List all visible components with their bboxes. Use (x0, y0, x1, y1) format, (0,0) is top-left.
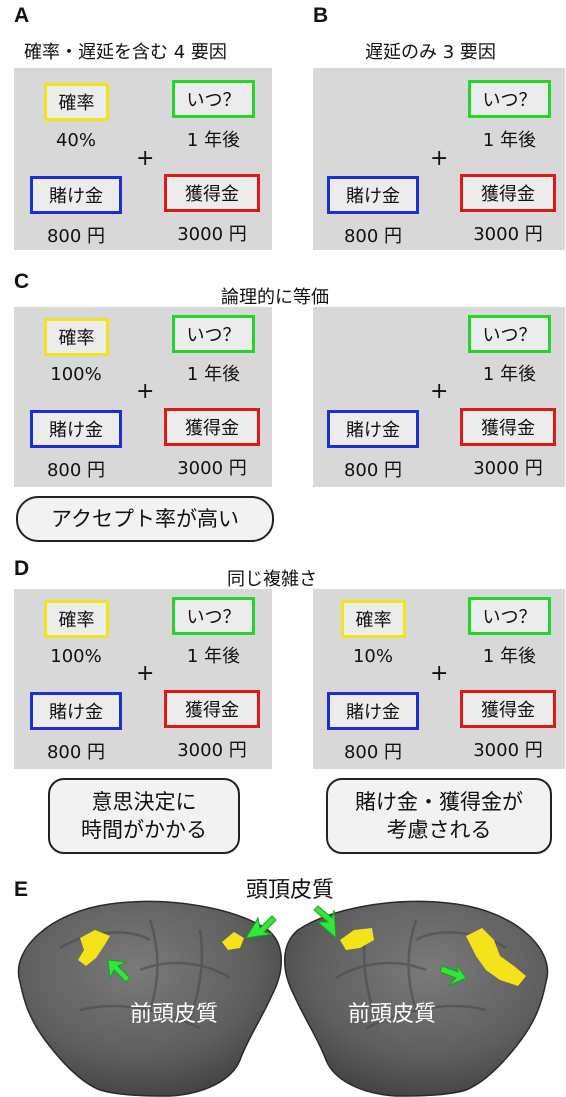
probability-box: 確率 (44, 83, 109, 121)
gain-box: 獲得金 (164, 690, 260, 728)
panel-d-left-box: 確率 いつ？ 100% 1 年後 + 賭け金 獲得金 800 円 3000 円 (14, 589, 272, 769)
callout-decision-time-line1: 意思決定に (91, 790, 197, 814)
stake-value: 800 円 (343, 742, 403, 763)
plus-sign: + (430, 146, 449, 171)
callout-considered: 賭け金・獲得金が 考慮される (326, 778, 552, 854)
callout-acceptance: アクセプト率が高い (16, 496, 274, 542)
delay-value: 1 年後 (186, 130, 241, 151)
panel-c-left-box: 確率 いつ？ 100% 1 年後 + 賭け金 獲得金 800 円 3000 円 (14, 307, 272, 487)
when-box: いつ？ (172, 80, 255, 118)
gain-value: 3000 円 (177, 224, 247, 245)
gain-box: 獲得金 (460, 690, 556, 728)
parietal-label: 頭頂皮質 (246, 878, 335, 903)
stake-value: 800 円 (343, 226, 403, 247)
stake-box: 賭け金 (30, 176, 122, 214)
panel-a-box: 確率 いつ？ 40% 1 年後 + 賭け金 獲得金 800 円 3000 円 (14, 68, 272, 250)
delay-value: 1 年後 (482, 364, 537, 385)
stake-box: 賭け金 (30, 410, 122, 448)
when-box: いつ？ (468, 80, 551, 118)
callout-acceptance-text: アクセプト率が高い (51, 507, 239, 531)
gain-value: 3000 円 (177, 458, 247, 479)
stake-box: 賭け金 (327, 176, 419, 214)
arrow-parietal-left (245, 915, 277, 939)
stake-value: 800 円 (343, 460, 403, 481)
gain-value: 3000 円 (473, 458, 543, 479)
when-box: いつ？ (468, 315, 551, 353)
when-box: いつ？ (172, 315, 255, 353)
callout-decision-time-line2: 時間がかかる (81, 818, 207, 842)
plus-sign: + (136, 379, 155, 404)
panel-b-box: いつ？ 1 年後 + 賭け金 獲得金 800 円 3000 円 (313, 68, 565, 250)
panel-b-title: 遅延のみ 3 要因 (365, 42, 496, 63)
panel-d-letter: D (14, 557, 30, 580)
callout-considered-line2: 考慮される (386, 818, 492, 842)
parietal-activation-left (222, 932, 244, 950)
probability-box: 確率 (44, 600, 109, 638)
stake-value: 800 円 (46, 742, 106, 763)
panel-d-title: 同じ複雑さ (227, 569, 317, 590)
probability-value: 100% (50, 364, 102, 385)
frontal-label-right: 前頭皮質 (348, 1002, 437, 1027)
panel-c-title: 論理的に等価 (221, 287, 329, 308)
stake-value: 800 円 (46, 460, 106, 481)
gain-value: 3000 円 (473, 224, 543, 245)
probability-box: 確率 (341, 600, 406, 638)
arrow-parietal-right (313, 905, 337, 940)
probability-box: 確率 (44, 318, 109, 356)
stake-box: 賭け金 (327, 410, 419, 448)
gain-value: 3000 円 (177, 740, 247, 761)
brain-figure (17, 900, 549, 1097)
stake-box: 賭け金 (327, 692, 419, 730)
panel-c-letter: C (14, 270, 30, 293)
callout-considered-line1: 賭け金・獲得金が (355, 790, 523, 814)
callout-decision-time: 意思決定に 時間がかかる (48, 778, 240, 854)
delay-value: 1 年後 (482, 646, 537, 667)
frontal-label-left: 前頭皮質 (130, 1002, 219, 1027)
delay-value: 1 年後 (186, 646, 241, 667)
stake-box: 賭け金 (30, 692, 122, 730)
frontal-activation-right (466, 928, 526, 986)
panel-a-title: 確率・遅延を含む 4 要因 (24, 42, 227, 63)
gain-box: 獲得金 (460, 174, 556, 212)
gain-box: 獲得金 (164, 174, 260, 212)
delay-value: 1 年後 (482, 130, 537, 151)
plus-sign: + (430, 661, 449, 686)
stake-value: 800 円 (46, 226, 106, 247)
parietal-activation-right (340, 928, 374, 950)
gain-box: 獲得金 (460, 408, 556, 446)
probability-value: 40% (55, 130, 96, 151)
plus-sign: + (136, 661, 155, 686)
gain-value: 3000 円 (473, 740, 543, 761)
panel-e-letter: E (14, 878, 29, 901)
when-box: いつ？ (172, 597, 255, 635)
panel-d-right-box: 確率 いつ？ 10% 1 年後 + 賭け金 獲得金 800 円 3000 円 (313, 589, 565, 769)
arrow-frontal-left (107, 959, 131, 983)
panel-a-letter: A (14, 4, 30, 27)
when-box: いつ？ (468, 597, 551, 635)
plus-sign: + (430, 379, 449, 404)
delay-value: 1 年後 (186, 364, 241, 385)
arrow-frontal-right (439, 963, 467, 987)
probability-value: 10% (352, 646, 393, 667)
gain-box: 獲得金 (164, 408, 260, 446)
probability-value: 100% (50, 646, 102, 667)
plus-sign: + (136, 146, 155, 171)
frontal-activation-left (78, 930, 110, 966)
panel-b-letter: B (313, 4, 329, 27)
panel-c-right-box: いつ？ 1 年後 + 賭け金 獲得金 800 円 3000 円 (313, 307, 565, 487)
